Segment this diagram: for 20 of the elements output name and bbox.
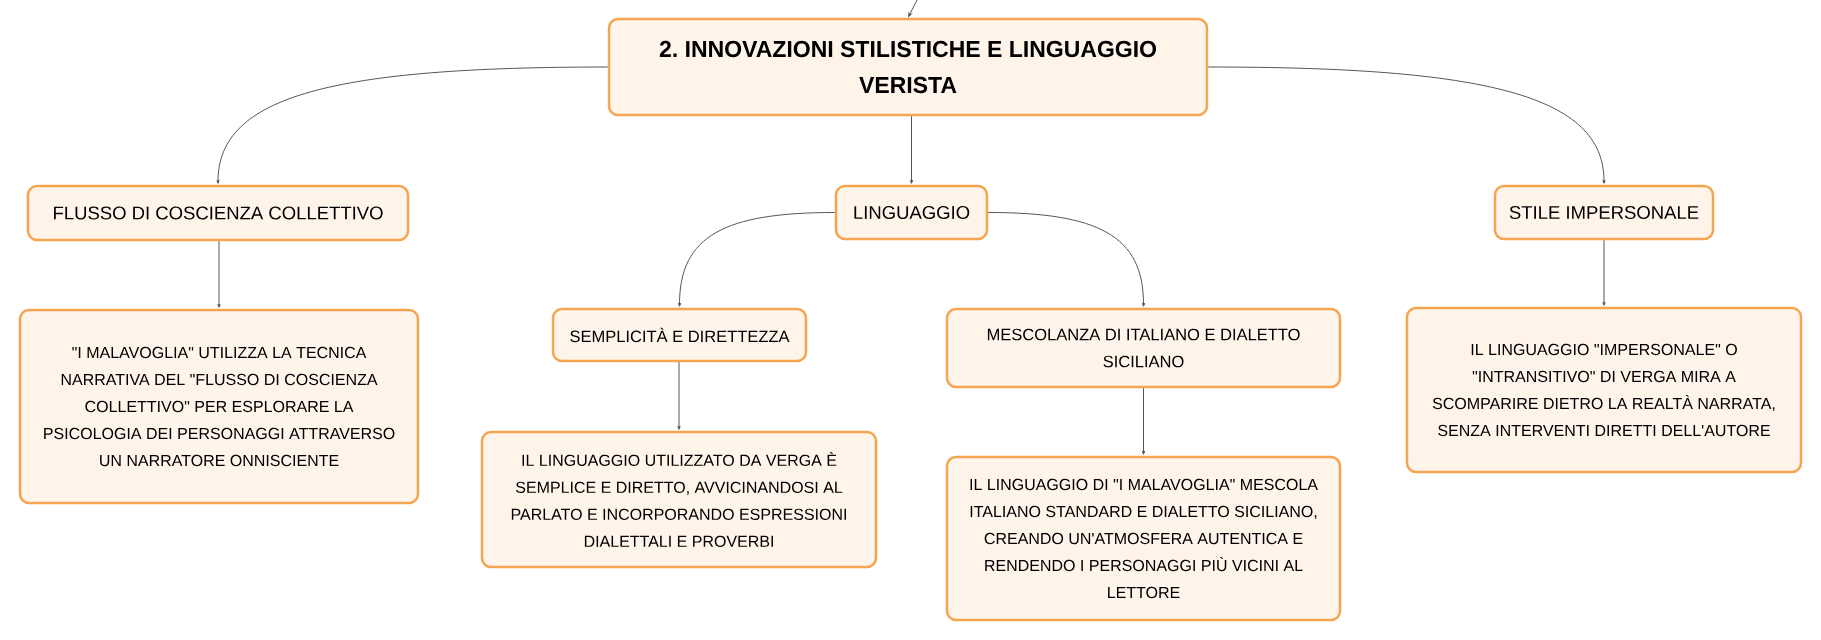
- description-box: IL LINGUAGGIO "IMPERSONALE" O "INTRANSITIVO" DI VERGA MIRA A SCOMPARIRE DIETRO LA REALTÀ NARRATA, SENZA INTERVENTI DIRETTI DELL'AUTORE: [1405, 306, 1803, 474]
- arrow: [1141, 387, 1146, 455]
- arrow: [217, 240, 221, 308]
- arrow: [909, 115, 914, 184]
- arrow: [1602, 239, 1606, 306]
- description-box: IL LINGUAGGIO UTILIZZATO DA VERGA È SEMPLICE E DIRETTO, AVVICINANDOSI AL PARLATO E INCORPORANDO ESPRESSIONI DIALETTALI E PROVERBI: [480, 430, 878, 569]
- description-box: "I MALAVOGLIA" UTILIZZA LA TECNICA NARRATIVA DEL "FLUSSO DI COSCIENZA COLLETTIVO" PER ESPLORARE LA PSICOLOGIA DEI PERSONAGGI ATTRAVERSO UN NARRATORE ONNISCIENTE: [18, 308, 420, 505]
- arrow: [908, 0, 918, 17]
- topic-box: FLUSSO DI COSCIENZA COLLETTIVO: [26, 184, 410, 242]
- topic-box: MESCOLANZA DI ITALIANO E DIALETTO SICILIANO: [945, 307, 1342, 389]
- arrow: [216, 66, 609, 184]
- arrow: [677, 212, 836, 307]
- arrow: [1207, 66, 1606, 184]
- arrow: [987, 212, 1146, 307]
- topic-box: LINGUAGGIO: [834, 184, 989, 241]
- description-box: IL LINGUAGGIO DI "I MALAVOGLIA" MESCOLA ITALIANO STANDARD E DIALETTO SICILIANO, CREANDO UN'ATMOSFERA AUTENTICA E RENDENDO I PERSONAGGI PIÙ VICINI AL LETTORE: [945, 455, 1342, 622]
- topic-box: STILE IMPERSONALE: [1493, 184, 1715, 241]
- title-box: 2. INNOVAZIONI STILISTICHE E LINGUAGGIO VERISTA: [607, 17, 1209, 117]
- topic-box: SEMPLICITÀ E DIRETTEZZA: [551, 307, 808, 363]
- arrow: [677, 361, 681, 430]
